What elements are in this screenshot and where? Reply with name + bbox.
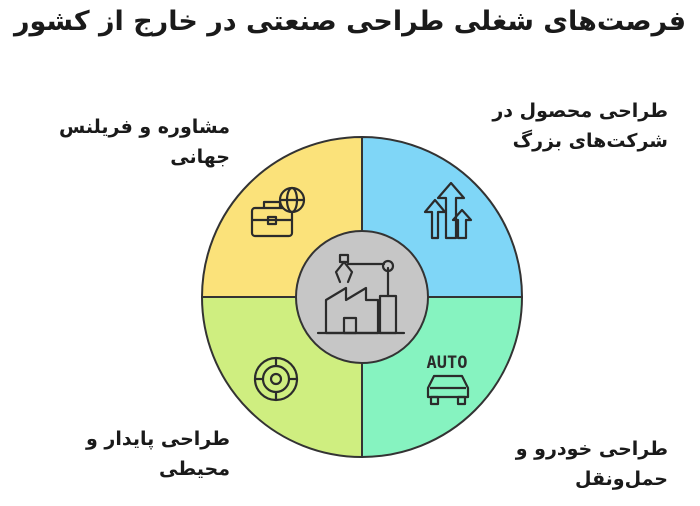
label-sustainable: طراحی پایدار و محیطی [30, 424, 230, 484]
label-automotive: طراحی خودرو و حمل‌ونقل [468, 434, 668, 494]
growth-arrows-icon [423, 181, 473, 240]
label-line: شرکت‌های بزرگ [512, 130, 668, 152]
label-consulting: مشاوره و فریلنس جهانی [30, 112, 230, 172]
factory-robot-arm-icon [316, 253, 406, 335]
label-product-design: طراحی محصول در شرکت‌های بزرگ [468, 96, 668, 156]
label-line: مشاوره و فریلنس [59, 116, 230, 138]
briefcase-globe-icon [250, 186, 306, 238]
label-line: طراحی خودرو و [515, 438, 668, 460]
wheel-icon [253, 356, 299, 402]
label-line: محیطی [159, 458, 230, 480]
auto-text: AUTO [427, 353, 468, 373]
car-auto-icon: AUTO [427, 353, 470, 406]
label-line: حمل‌ونقل [575, 468, 668, 490]
label-line: جهانی [170, 146, 230, 168]
label-line: طراحی محصول در [492, 100, 668, 122]
center-circle [295, 230, 429, 364]
label-line: طراحی پایدار و [85, 428, 230, 450]
diagram-title: فرصت‌های شغلی طراحی صنعتی در خارج از کشو… [13, 6, 687, 37]
